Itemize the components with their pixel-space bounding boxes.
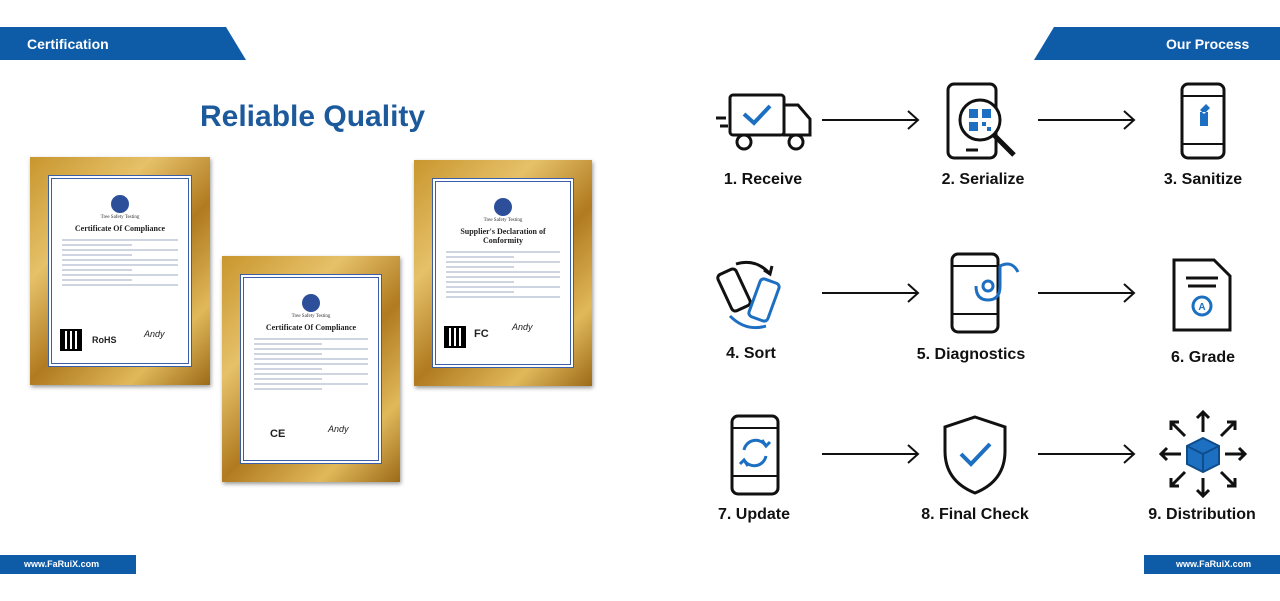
cert-org: Tree Safety Testing: [100, 215, 140, 220]
certificate-frame-3: Tree Safety Testing Supplier's Declarati…: [414, 160, 592, 386]
cert-org: Tree Safety Testing: [483, 218, 523, 223]
signature: Andy: [328, 424, 349, 434]
step-label-final-check: 8. Final Check: [921, 506, 1029, 523]
step-label-serialize: 2. Serialize: [941, 171, 1025, 188]
step-label-grade: 6. Grade: [1170, 349, 1236, 366]
svg-text:A: A: [1198, 302, 1205, 313]
phone-qr-magnifier-icon: [946, 82, 1016, 160]
step-label-sanitize: 3. Sanitize: [1163, 171, 1243, 188]
footer-url-right: www.FaRuiX.com: [1144, 555, 1280, 574]
ce-mark: CE: [270, 428, 286, 440]
cert-logo-icon: [494, 198, 512, 216]
certification-tab: [0, 27, 246, 60]
box-distribution-icon: [1158, 409, 1248, 499]
cert-logo-icon: [302, 294, 320, 312]
qr-code-icon: [444, 326, 466, 348]
cert-heading: Certificate Of Compliance: [74, 224, 166, 233]
step-label-distribution: 9. Distribution: [1148, 506, 1256, 523]
arrow-icon: [822, 444, 920, 464]
arrow-icon: [1038, 110, 1136, 130]
arrow-icon: [822, 110, 920, 130]
fcc-mark: FC: [474, 328, 489, 340]
footer-url-left: www.FaRuiX.com: [0, 555, 136, 574]
arrow-icon: [1038, 283, 1136, 303]
certificate-3: Tree Safety Testing Supplier's Declarati…: [432, 178, 574, 368]
page-title: Reliable Quality: [200, 100, 426, 133]
arrow-icon: [822, 283, 920, 303]
cert-heading: Certificate Of Compliance: [265, 323, 357, 332]
shield-check-icon: [943, 415, 1007, 495]
process-tab: [1034, 27, 1280, 60]
step-label-receive: 1. Receive: [723, 171, 803, 188]
signature: Andy: [144, 329, 165, 339]
grade-document-icon: A: [1172, 258, 1232, 332]
certification-page: Certification Reliable Quality Tree Safe…: [0, 27, 592, 574]
cert-logo-icon: [111, 195, 129, 213]
certificate-2: Tree Safety Testing Certificate Of Compl…: [240, 274, 382, 464]
cert-org: Tree Safety Testing: [291, 314, 331, 319]
step-label-update: 7. Update: [717, 506, 790, 523]
certificate-frame-1: Tree Safety Testing Certificate Of Compl…: [30, 157, 210, 385]
signature: Andy: [512, 322, 533, 332]
phone-refresh-icon: [730, 414, 780, 496]
step-label-diagnostics: 5. Diagnostics: [916, 346, 1026, 363]
qr-code-icon: [60, 329, 82, 351]
rohs-mark: RoHS: [92, 335, 117, 345]
process-tab-label: Our Process: [1166, 36, 1250, 52]
certificate-1: Tree Safety Testing Certificate Of Compl…: [48, 175, 192, 367]
arrow-icon: [1038, 444, 1136, 464]
sort-phones-icon: [716, 260, 781, 330]
cert-heading: Supplier's Declaration of Conformity: [460, 227, 546, 245]
certification-tab-label: Certification: [27, 36, 109, 52]
step-label-sort: 4. Sort: [726, 345, 776, 362]
phone-stethoscope-icon: [950, 252, 1020, 334]
phone-spray-icon: [1180, 82, 1226, 160]
certificate-frame-2: Tree Safety Testing Certificate Of Compl…: [222, 256, 400, 482]
truck-icon: [716, 93, 812, 151]
